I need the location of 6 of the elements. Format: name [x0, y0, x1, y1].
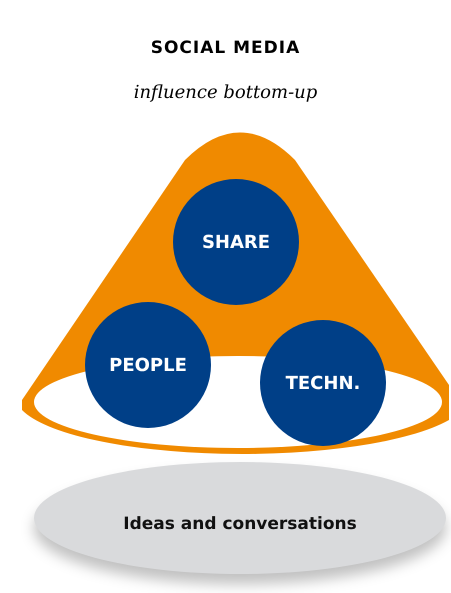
- subtitle: influence bottom-up: [132, 82, 318, 103]
- title: SOCIAL MEDIA: [150, 38, 302, 58]
- node-label: Ideas and conversations: [123, 514, 357, 534]
- node-label: PEOPLE: [109, 354, 187, 376]
- node-label: SHARE: [202, 232, 270, 252]
- node-label: TECHN.: [286, 372, 360, 394]
